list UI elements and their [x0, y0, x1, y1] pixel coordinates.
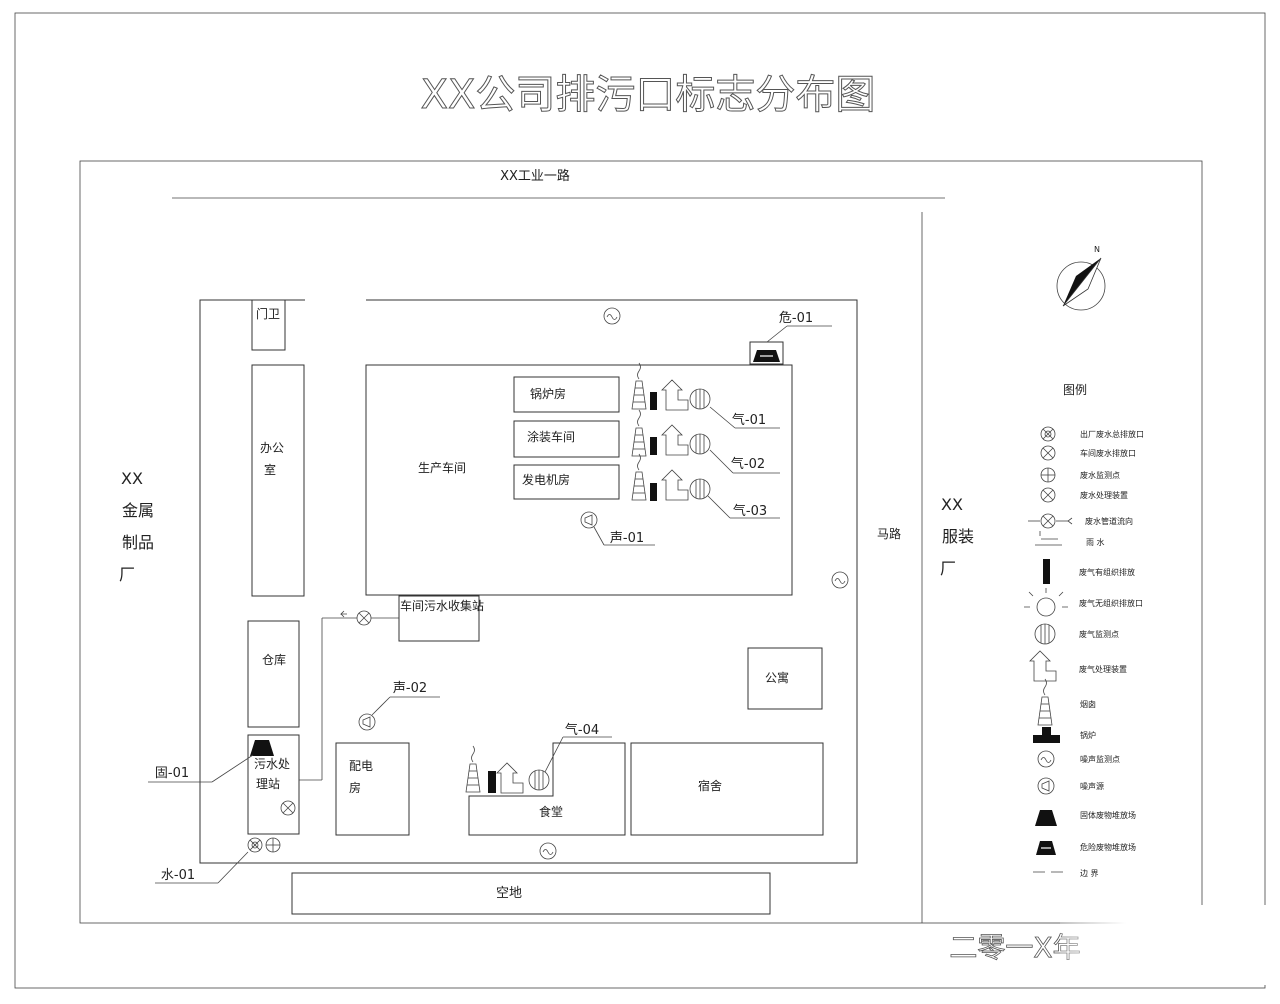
road-side-label: 马路: [877, 526, 901, 541]
svg-text:污水处: 污水处: [254, 757, 290, 771]
svg-text:声-02: 声-02: [393, 681, 427, 696]
generator-room: 发电机房: [513, 464, 620, 500]
neighbor-left-label: XX 金属 制品 厂: [119, 469, 154, 584]
svg-text:办公: 办公: [260, 440, 284, 455]
drawing-frame: [14, 12, 1266, 989]
svg-text:制品: 制品: [122, 533, 154, 552]
svg-text:发电机房: 发电机房: [522, 472, 570, 487]
canteen: 食堂: [468, 742, 626, 836]
legend-title: 图例: [1063, 383, 1087, 397]
neighbor-right-label: XX 服装 厂: [940, 495, 974, 578]
svg-text:服装: 服装: [942, 527, 974, 546]
legend-item: 出厂废水总排放口: [1080, 429, 1144, 439]
svg-text:危-01: 危-01: [779, 311, 813, 326]
legend-item: 锅炉: [1080, 730, 1096, 740]
svg-text:声-01: 声-01: [610, 531, 644, 546]
svg-text:宿舍: 宿舍: [698, 778, 722, 793]
watermark-blur: [1060, 905, 1280, 985]
legend-item: 雨 水: [1086, 537, 1105, 547]
svg-text:车间污水收集站: 车间污水收集站: [400, 598, 484, 613]
svg-text:配电: 配电: [349, 759, 373, 773]
noise-monitor-south-icon: [539, 842, 557, 860]
office-building: 办公 室: [251, 364, 305, 597]
map-border: [79, 160, 1203, 924]
sewage-treatment-station: 污水处 理站: [247, 734, 300, 835]
gas-outlet-04: 气-04: [465, 722, 612, 794]
gas-outlet-02: 气-02: [631, 409, 780, 474]
site-boundary: [199, 299, 858, 864]
svg-text:水-01: 水-01: [161, 868, 195, 883]
legend-item: 废气有组织排放: [1079, 567, 1135, 577]
compass-icon: N: [1056, 245, 1106, 311]
painting-workshop: 涂装车间: [513, 420, 620, 458]
legend-item: 噪声源: [1080, 781, 1104, 791]
legend-item: 边 界: [1080, 868, 1099, 878]
gas-outlet-03: 气-03: [631, 453, 780, 519]
svg-text:厂: 厂: [119, 565, 135, 584]
legend-item: 废气无组织排放口: [1079, 598, 1143, 608]
production-workshop: 生产车间: [365, 364, 793, 596]
svg-text:N: N: [1094, 245, 1100, 254]
warehouse: 仓库: [247, 620, 300, 728]
legend-item: 危险废物堆放场: [1080, 842, 1136, 852]
date-text: 二零一X年: [949, 931, 1080, 964]
svg-text:室: 室: [264, 462, 276, 477]
water-outlet-01: 水-01: [155, 837, 281, 884]
svg-text:气-01: 气-01: [732, 412, 766, 428]
svg-text:空地: 空地: [496, 886, 522, 901]
svg-text:涂装车间: 涂装车间: [527, 429, 575, 444]
svg-text:厂: 厂: [940, 559, 956, 578]
svg-text:金属: 金属: [122, 501, 154, 520]
diagram-title: XX公司排污口标志分布图: [421, 72, 876, 118]
noise-monitor-east-icon: [831, 571, 849, 589]
legend-item: 废水处理装置: [1080, 490, 1128, 500]
legend-item: 废水监测点: [1080, 470, 1120, 480]
svg-text:气-03: 气-03: [733, 503, 767, 519]
svg-text:锅炉房: 锅炉房: [530, 386, 566, 401]
svg-text:房: 房: [349, 780, 361, 795]
road-top-label: XX工业一路: [500, 168, 570, 184]
svg-text:气-02: 气-02: [731, 456, 765, 472]
wastewater-pipe: [299, 610, 399, 781]
svg-text:XX: XX: [121, 469, 143, 488]
wastewater-collection-station: 车间污水收集站: [398, 595, 484, 642]
legend-item: 固体废物堆放场: [1080, 810, 1136, 820]
gas-outlet-01: 气-01: [631, 362, 780, 429]
legend-item: 噪声监测点: [1080, 754, 1120, 764]
legend-item: 车间废水排放口: [1080, 448, 1136, 458]
hazardous-waste-storage: 危-01: [749, 311, 832, 365]
noise-source-02: 声-02: [358, 681, 440, 731]
svg-text:理站: 理站: [256, 777, 280, 791]
legend: 图例 出厂废水总排放口 车间废水排放口 废水监测点 废水处理装置 废水管道流向 …: [1024, 383, 1144, 878]
legend-item: 烟囱: [1080, 699, 1096, 709]
wastewater-treatment-icon: [280, 800, 296, 816]
dormitory: 宿舍: [630, 742, 824, 836]
legend-item: 废气监测点: [1079, 629, 1119, 639]
apartment: 公寓: [747, 647, 823, 710]
svg-text:公寓: 公寓: [765, 670, 789, 685]
noise-monitor-north-icon: [603, 307, 621, 325]
svg-text:气-04: 气-04: [565, 722, 599, 738]
svg-text:生产车间: 生产车间: [418, 460, 466, 475]
svg-text:仓库: 仓库: [262, 652, 286, 667]
noise-source-01: 声-01: [580, 511, 655, 546]
gatehouse: 门卫: [251, 299, 286, 351]
svg-text:食堂: 食堂: [539, 804, 563, 819]
power-distribution-room: 配电 房: [335, 742, 410, 836]
svg-text:固-01: 固-01: [155, 766, 189, 781]
svg-text:XX: XX: [941, 495, 963, 514]
open-ground: 空地: [291, 872, 771, 915]
svg-text:门卫: 门卫: [256, 306, 280, 321]
solid-waste-storage: 固-01: [148, 740, 274, 783]
boiler-room: 锅炉房: [513, 376, 620, 413]
legend-item: 废气处理装置: [1079, 664, 1127, 674]
legend-item: 废水管道流向: [1085, 516, 1133, 526]
